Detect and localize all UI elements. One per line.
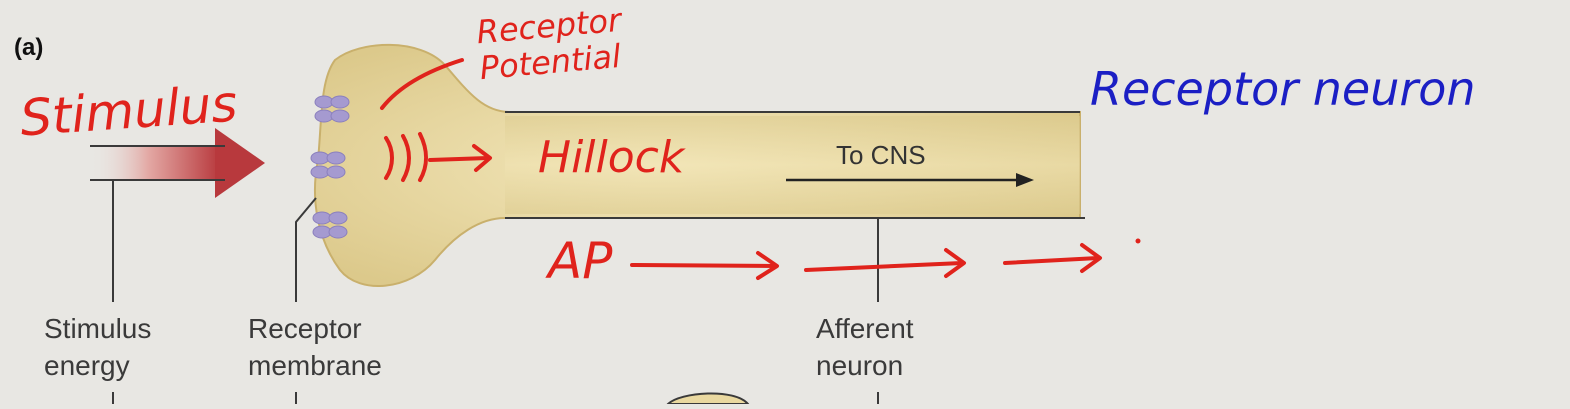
label-stimulus-energy: Stimulus energy [44,313,152,381]
axon-highlight [505,116,1080,214]
handwritten-ap: AP [548,232,613,290]
label-afferent-neuron: Afferent neuron [816,313,914,381]
potential-wave-marks [384,132,428,182]
stimulus-arrow-head [215,128,265,198]
panel-label: (a) [14,34,44,61]
ap-arrow-1 [630,251,779,280]
label-receptor-membrane: Receptor membrane [248,313,382,381]
ap-arrow-3 [1003,243,1102,273]
label-to-cns: To CNS [836,140,926,170]
ink-dot [1135,238,1141,244]
leader-receptor-membrane [295,197,317,302]
stimulus-arrow-shaft [90,146,220,180]
receptor-protein-bottom [312,211,348,239]
handwritten-receptor-neuron: Receptor neuron [1090,62,1476,116]
partial-next-figure [665,392,751,405]
to-cns-arrow-head [1016,173,1034,187]
ap-arrow-2 [804,248,966,278]
receptor-protein-top [314,95,350,123]
hillock-arrow [428,144,492,172]
handwritten-receptor-potential: Receptor Potential [475,0,623,88]
receptor-potential-pointer [380,58,464,110]
handwritten-hillock: Hillock [538,132,685,183]
receptor-protein-middle [310,151,346,179]
